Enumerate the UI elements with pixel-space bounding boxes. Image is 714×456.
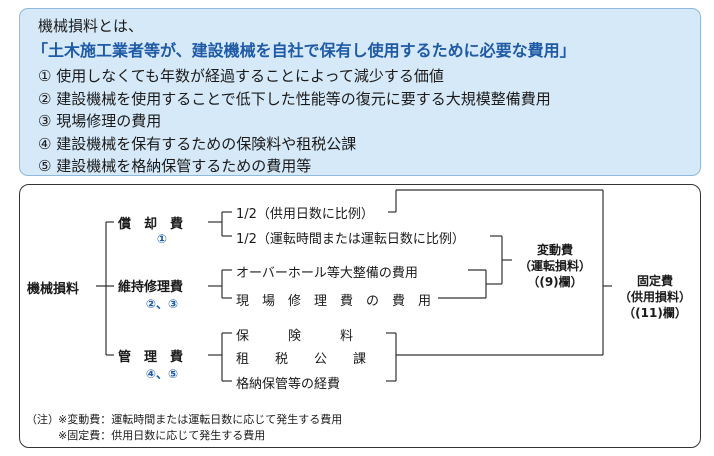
list-item: ① 使用しなくても年数が経過することによって減少する価値 (38, 67, 444, 85)
leaf-label: 租 税 公 課 (236, 352, 367, 367)
variable-cost-column: （(9)欄） (527, 275, 583, 289)
variable-cost-title: 変動費 (536, 243, 573, 257)
list-item: ③ 現場修理の費用 (38, 112, 162, 130)
list-item: ② 建設機械を使用することで低下した性能等の復元に要する大規模整備費用 (38, 89, 551, 108)
note-prefix: （注） (26, 413, 59, 426)
definition-list: ① 使用しなくても年数が経過することによって減少する価値 ② 建設機械を使用する… (38, 65, 551, 178)
fixed-cost-sub: （供用損料） (618, 290, 691, 304)
fixed-cost-title: 固定費 (636, 274, 673, 288)
group-management-ref: ④、⑤ (145, 367, 179, 381)
group-management: 管 理 費 (118, 350, 184, 365)
leaf-label: 現 場 修 理 費 の 費 用 (236, 294, 432, 309)
definition-box: 機械損料とは、 「土木施工業者等が、建設機械を自社で保有し使用するために必要な費… (19, 8, 701, 176)
diagram-box (19, 184, 701, 448)
leaf-label: 保 険 料 (236, 329, 354, 344)
leaf-label: 1/2（運転時間または運転日数に比例） (236, 232, 465, 247)
list-item: ⑤ 建設機械を格納保管するための費用等 (38, 157, 312, 175)
leaf-label: オーバーホール等大整備の費用 (236, 266, 418, 281)
group-depreciation: 償 却 費 (118, 217, 184, 232)
root-label: 機械損料 (27, 282, 80, 297)
note-fixed: ※固定費：供用日数に応じて発生する費用 (58, 429, 266, 442)
definition-intro: 機械損料とは、 (38, 17, 144, 35)
variable-cost-sub: （運転損料） (518, 259, 591, 273)
fixed-cost-column: （(11)欄） (623, 306, 687, 320)
group-depreciation-ref: ① (156, 232, 168, 246)
note-variable: ※変動費：運転時間または運転日数に応じて発生する費用 (58, 413, 343, 426)
leaf-label: 格納保管等の経費 (236, 377, 341, 392)
definition-headline: 「土木施工業者等が、建設機械を自社で保有し使用するために必要な費用」 (32, 41, 576, 60)
list-item: ④ 建設機械を保有するための保険料や租税公課 (38, 134, 357, 153)
group-maintenance: 維持修理費 (118, 280, 184, 295)
leaf-label: 1/2（供用日数に比例） (236, 207, 374, 222)
group-maintenance-ref: ②、③ (145, 297, 179, 311)
